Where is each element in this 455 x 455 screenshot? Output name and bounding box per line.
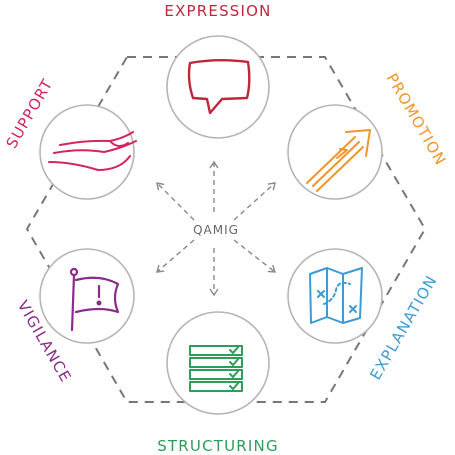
center-label: QAMIG [193,223,239,237]
expression-circle [166,35,270,139]
map-icon [309,267,363,324]
label-expression: EXPRESSION [164,2,271,20]
checklist-icon [189,345,243,392]
vigilance-circle [39,248,135,344]
node-circles [39,35,383,415]
structuring-circle [166,311,270,415]
arrow-to-support [156,182,195,221]
dashed-hexagon [25,56,427,403]
explanation-circle [287,248,383,344]
speech-bubble-icon [187,59,251,115]
label-promotion: PROMOTION [383,70,450,169]
arrow-to-explanation [233,239,276,273]
rising-arrow-icon [306,129,371,192]
arrow-to-promotion [233,182,276,221]
helping-hand-icon [48,131,137,171]
arrow-to-vigilance [156,239,195,273]
promotion-circle [287,104,383,200]
support-circle [39,104,135,200]
label-structuring: STRUCTURING [157,437,279,455]
warning-flag-icon [69,267,120,332]
center-arrows [156,160,276,297]
